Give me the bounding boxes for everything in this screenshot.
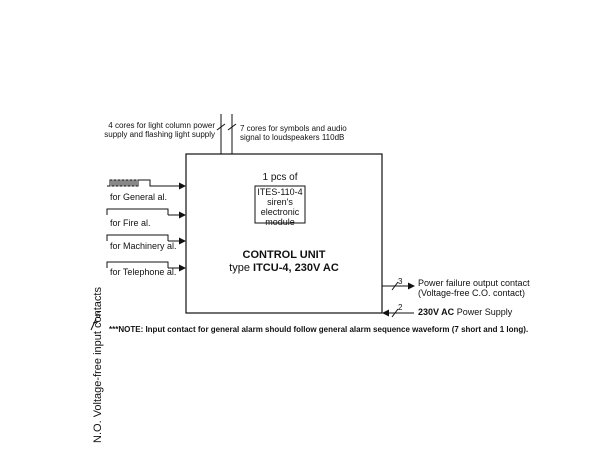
input-label-machinery: for Machinery al.	[110, 241, 177, 251]
speaker-cores-label: 7 cores for symbols and audio signal to …	[240, 124, 347, 142]
module-line-4: module	[265, 217, 295, 227]
module-box	[254, 185, 306, 224]
side-label: N.O. Voltage-free input contacts	[92, 287, 104, 443]
power-cores-line-1: 4 cores for light column power	[108, 121, 215, 130]
module-description: ITES-110-4 siren's electronic module	[255, 187, 305, 227]
power-failure-cores: 3	[398, 277, 403, 286]
power-failure-tick	[391, 281, 399, 291]
module-line-3: electronic	[260, 207, 300, 217]
input-label-fire: for Fire al.	[110, 218, 151, 228]
telephone-alarm-contact	[106, 261, 169, 268]
power-failure-line-1: Power failure output contact	[418, 278, 530, 288]
power-failure-line-2: (Voltage-free C.O. contact)	[418, 288, 526, 298]
module-count: 1 pcs of	[262, 172, 298, 183]
power-supply-tick	[391, 308, 399, 318]
input-label-general: for General al.	[110, 192, 168, 202]
control-unit-type-value: ITCU-4, 230V AC	[253, 262, 339, 274]
contact-symbol-number: 6	[96, 311, 101, 320]
power-cores-label: 4 cores for light column power supply an…	[97, 121, 215, 139]
machinery-alarm-contact	[106, 234, 169, 241]
fire-alarm-contact	[106, 208, 169, 215]
input-label-telephone: for Telephone al.	[110, 267, 177, 277]
module-line-1: ITES-110-4	[257, 187, 303, 197]
control-unit-box	[185, 153, 383, 314]
speaker-cable-tick	[227, 123, 237, 131]
power-failure-label: Power failure output contact (Voltage-fr…	[418, 278, 530, 298]
power-cores-line-2: supply and flashing light supply	[104, 130, 215, 139]
control-unit-title: CONTROL UNIT	[242, 249, 326, 261]
speaker-cores-line-2: signal to loudspeakers 110dB	[240, 133, 345, 142]
module-line-2: siren's	[267, 197, 293, 207]
power-supply-cores: 2	[398, 303, 403, 312]
general-alarm-waveform	[107, 179, 152, 187]
control-unit-type: type ITCU-4, 230V AC	[214, 262, 354, 275]
power-supply-suffix: Power Supply	[454, 307, 513, 317]
speaker-cores-line-1: 7 cores for symbols and audio	[240, 124, 347, 133]
control-unit-type-prefix: type	[229, 262, 254, 274]
general-alarm-note: ***NOTE: Input contact for general alarm…	[109, 325, 529, 334]
power-cable-tick	[216, 123, 226, 131]
contact-symbol	[90, 318, 99, 331]
power-supply-voltage: 230V AC	[418, 307, 455, 317]
power-supply-label: 230V AC Power Supply	[418, 307, 512, 317]
